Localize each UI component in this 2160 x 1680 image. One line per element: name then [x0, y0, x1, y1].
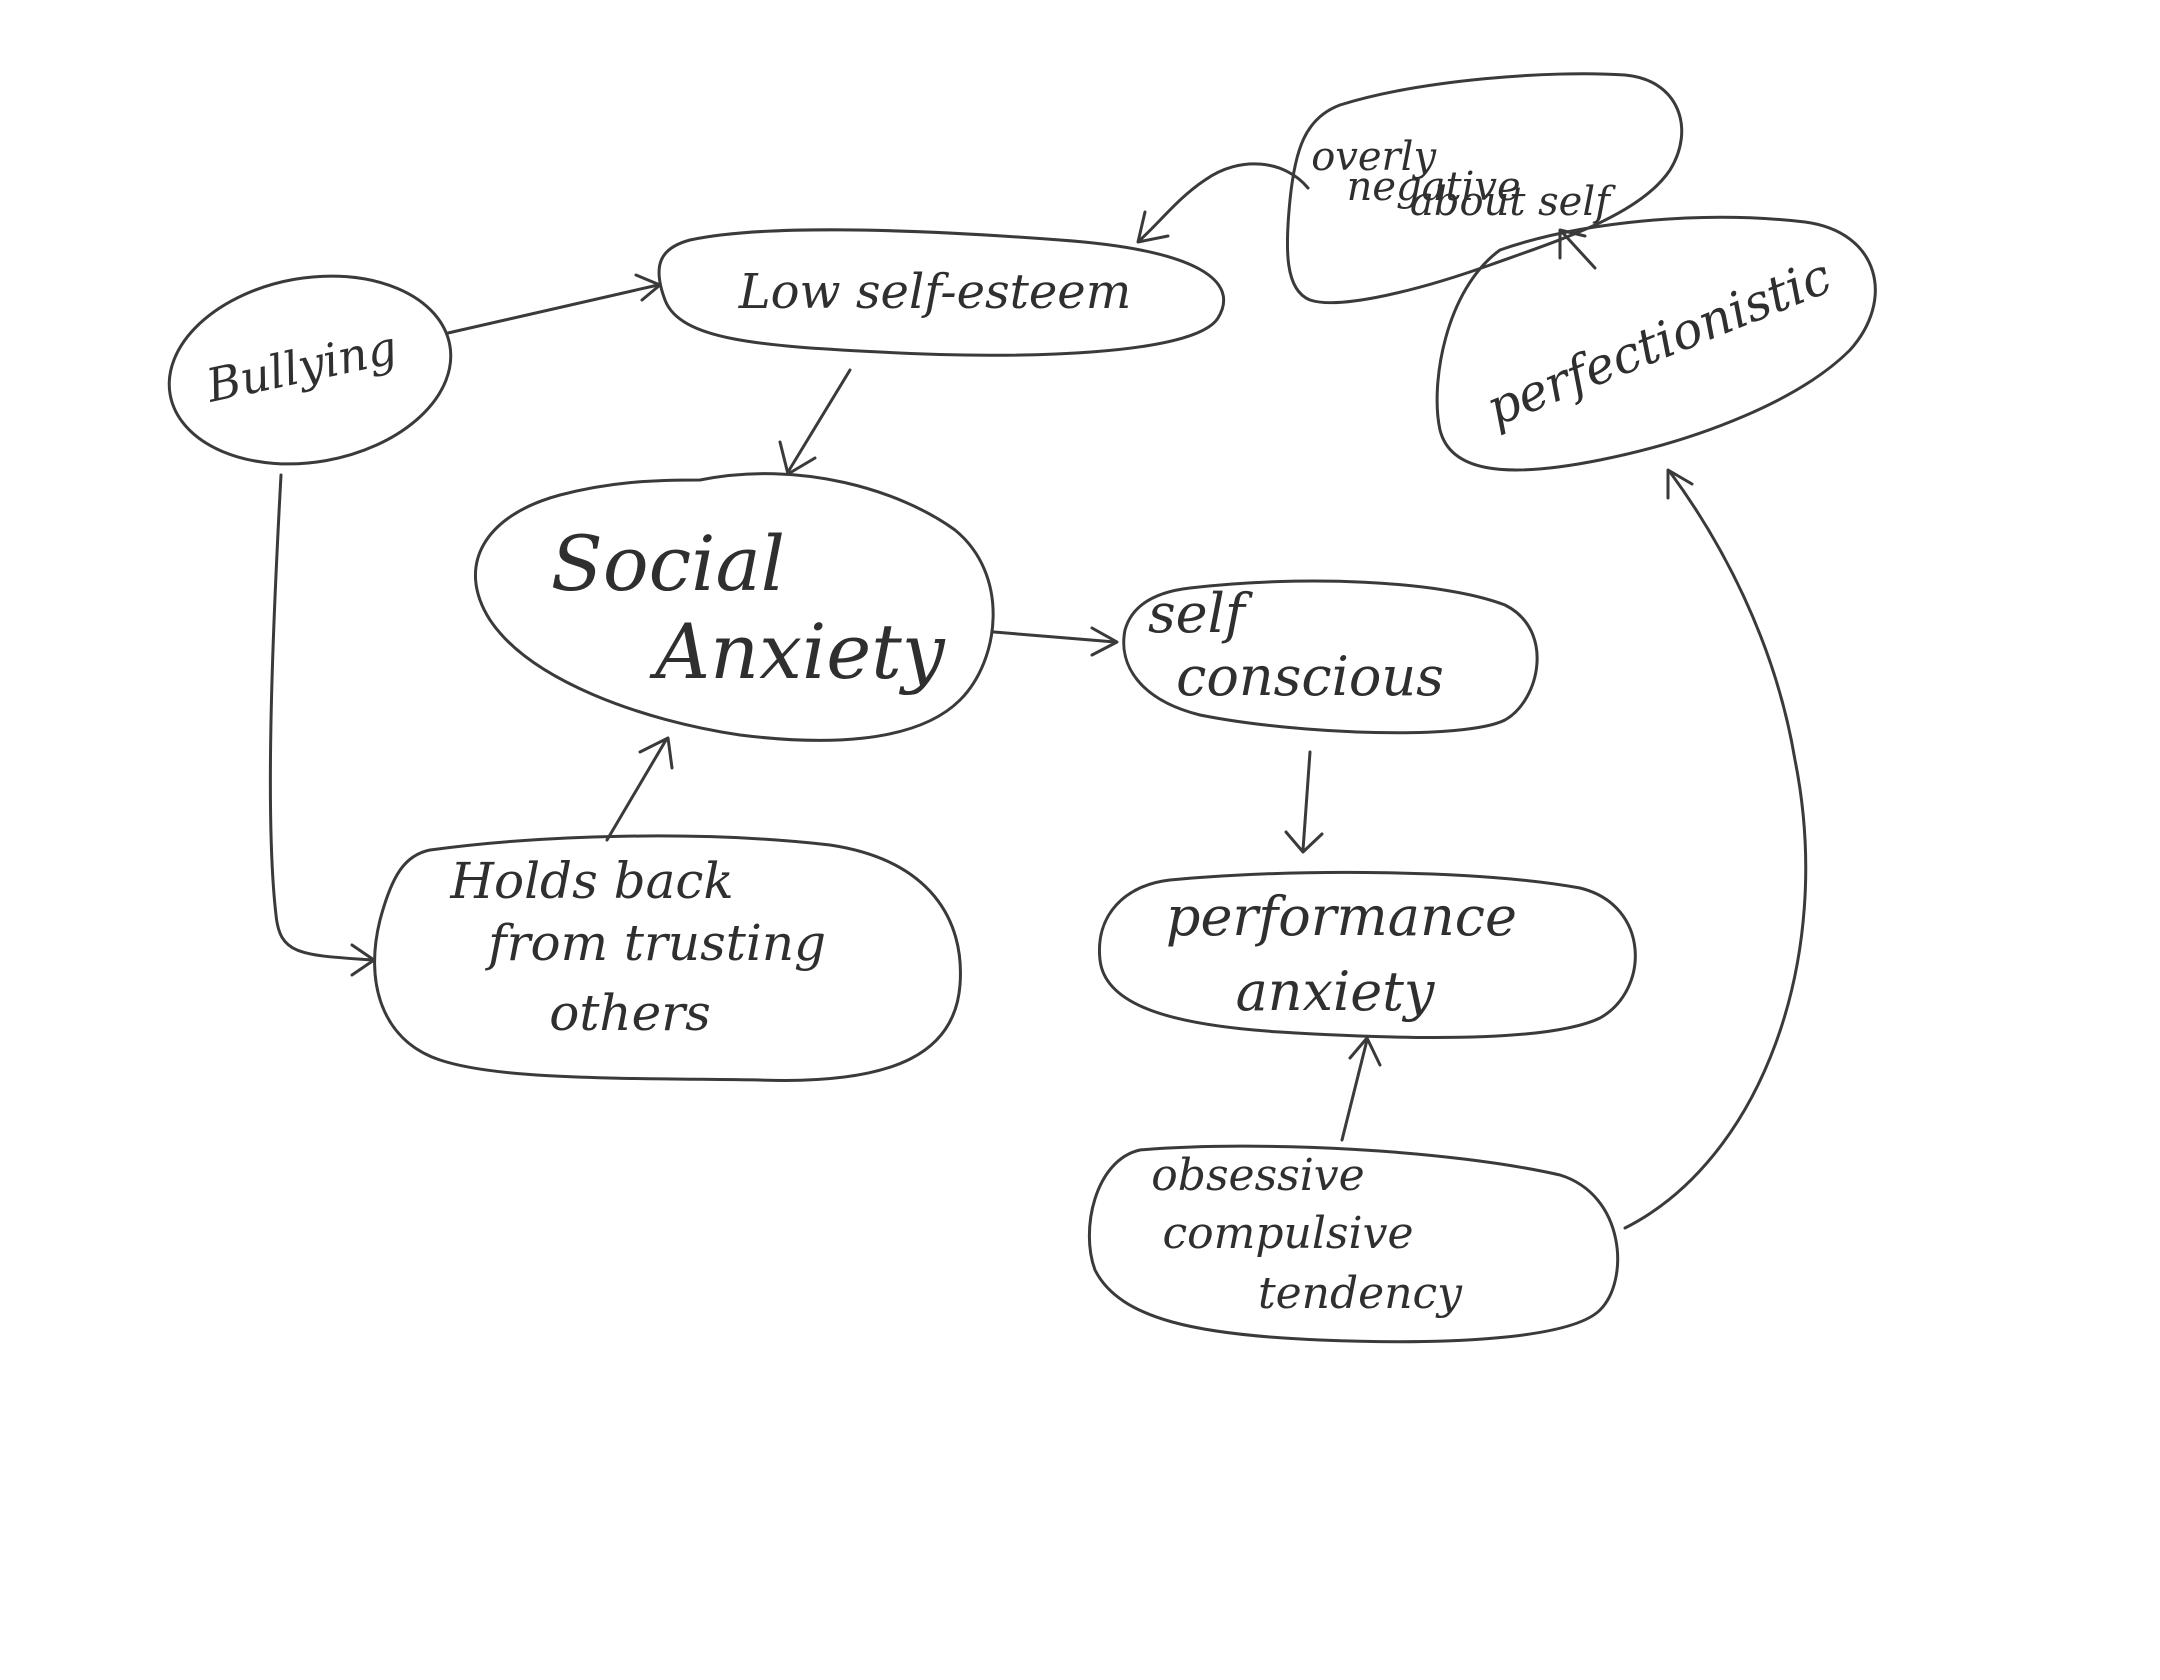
node-social-anxiety-line-1: Social	[551, 519, 785, 608]
node-overly-negative-line-1: overly	[1311, 134, 1437, 180]
node-obsessive-compulsive-label: obsessive compulsive tendency	[1151, 1150, 1463, 1319]
node-overly-negative: overly negative about self	[1285, 72, 1684, 305]
node-social-anxiety-label: Social Anxiety	[551, 519, 946, 696]
edge-self-conscious-to-performance-anxiety	[1284, 750, 1324, 854]
node-holds-back-label: Holds back from trusting others	[449, 852, 842, 1042]
node-performance-anxiety-label: performance anxiety	[1166, 885, 1534, 1023]
node-self-conscious-line-2: conscious	[1176, 645, 1444, 708]
nodes: Bullying Low self-esteem Social Anxiety …	[167, 72, 1877, 1344]
node-self-conscious-label: self conscious	[1148, 582, 1444, 708]
node-overly-negative-label: overly negative about self	[1311, 134, 1616, 225]
edge-overly-negative-to-low-self-esteem	[1136, 162, 1310, 244]
node-performance-anxiety-shape	[1097, 870, 1637, 1039]
node-holds-back: Holds back from trusting others	[373, 834, 962, 1082]
node-holds-back-line-1: Holds back	[449, 852, 733, 910]
node-holds-back-shape	[373, 834, 962, 1082]
node-social-anxiety: Social Anxiety	[473, 472, 995, 742]
node-holds-back-line-2: from trusting	[484, 914, 826, 972]
node-social-anxiety-line-2: Anxiety	[649, 607, 946, 696]
node-self-conscious-shape	[1122, 579, 1539, 735]
node-holds-back-line-3: others	[549, 984, 711, 1042]
node-overly-negative-shape	[1285, 72, 1684, 305]
node-perfectionistic: perfectionistic	[1435, 215, 1877, 472]
node-self-conscious-line-1: self	[1148, 582, 1253, 645]
node-obsessive-compulsive-line-2: compulsive	[1163, 1208, 1414, 1259]
edge-holds-back-to-social-anxiety	[605, 736, 674, 842]
edge-bullying-to-low-self-esteem	[446, 273, 662, 335]
node-perfectionistic-line-1: perfectionistic	[1478, 247, 1839, 438]
node-self-conscious: self conscious	[1122, 579, 1539, 735]
node-performance-anxiety-line-1: performance	[1166, 885, 1517, 948]
node-low-self-esteem-label: Low self-esteem	[738, 264, 1131, 320]
edge-bullying-to-holds-back	[268, 473, 376, 977]
edge-low-self-esteem-to-social-anxiety	[778, 368, 852, 476]
node-overly-negative-line-2: negative	[1347, 164, 1521, 210]
node-low-self-esteem-line-1: Low self-esteem	[738, 264, 1131, 320]
node-social-anxiety-shape	[473, 472, 995, 742]
node-performance-anxiety: performance anxiety	[1097, 870, 1637, 1039]
node-perfectionistic-shape	[1435, 215, 1877, 472]
node-bullying-shape	[167, 274, 453, 466]
node-overly-negative-line-3: about self	[1410, 179, 1616, 225]
edge-obsessive-compulsive-to-performance-anxiety	[1340, 1036, 1382, 1142]
node-low-self-esteem-shape	[657, 228, 1226, 357]
node-obsessive-compulsive: obsessive compulsive tendency	[1087, 1144, 1620, 1344]
node-perfectionistic-label: perfectionistic	[1478, 247, 1839, 438]
node-obsessive-compulsive-line-3: tendency	[1258, 1268, 1463, 1319]
edge-social-anxiety-to-self-conscious	[992, 626, 1119, 657]
node-low-self-esteem: Low self-esteem	[657, 228, 1226, 357]
node-bullying-line-1: Bullying	[201, 320, 402, 413]
node-obsessive-compulsive-line-1: obsessive	[1151, 1150, 1364, 1201]
edge-perfectionistic-to-overly-negative	[1558, 228, 1597, 270]
edge-obsessive-compulsive-to-perfectionistic	[1623, 468, 1808, 1230]
edges	[268, 162, 1808, 1230]
node-obsessive-compulsive-shape	[1087, 1144, 1620, 1344]
node-bullying-label: Bullying	[201, 320, 402, 413]
node-performance-anxiety-line-2: anxiety	[1236, 960, 1436, 1023]
node-bullying: Bullying	[167, 274, 453, 466]
